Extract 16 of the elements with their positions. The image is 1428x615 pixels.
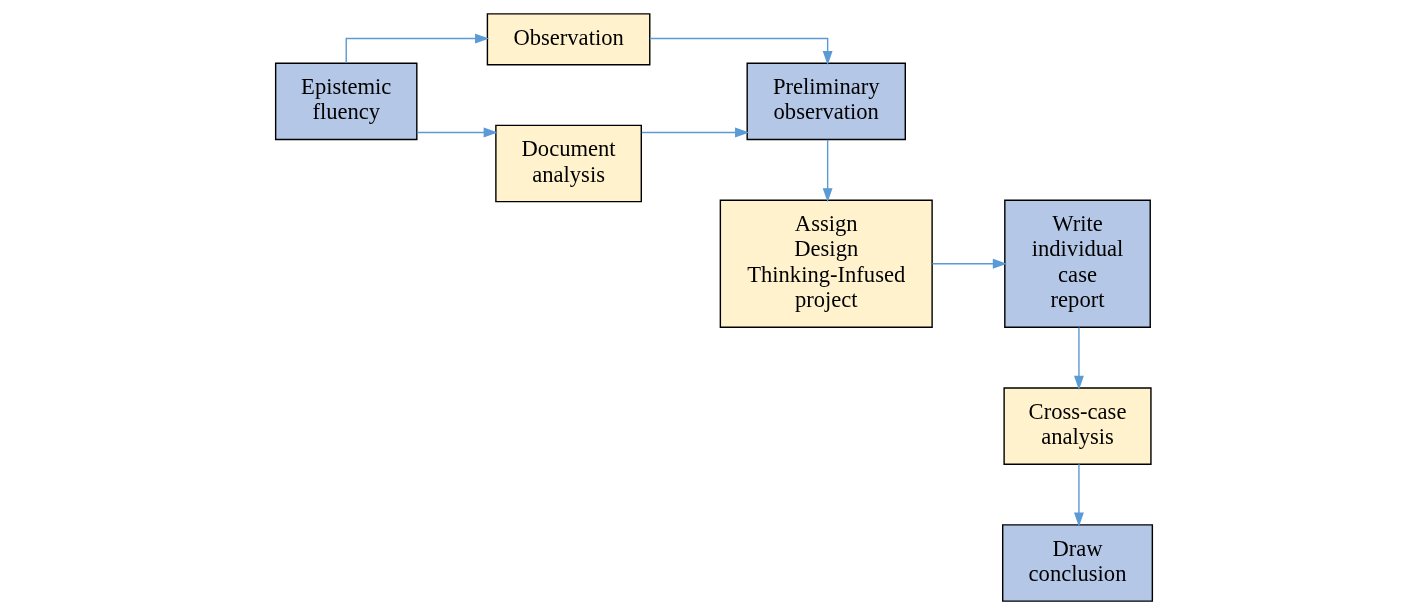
arrow bbox=[345, 33, 490, 64]
node-box: Draw conclusion bbox=[1002, 524, 1154, 602]
node-box: Assign Design Thinking-Infused project bbox=[719, 199, 933, 328]
node-box: Document analysis bbox=[495, 124, 642, 203]
arrow bbox=[1074, 463, 1084, 527]
arrow bbox=[649, 37, 833, 66]
arrow bbox=[1074, 326, 1084, 390]
node-box: Observation bbox=[486, 13, 651, 66]
arrow bbox=[931, 258, 1007, 269]
node-box: Cross-case analysis bbox=[1003, 387, 1152, 465]
arrow bbox=[416, 127, 498, 138]
arrow bbox=[822, 139, 833, 203]
node-box: Write individual case report bbox=[1004, 199, 1151, 328]
node-box: Epistemic fluency bbox=[274, 62, 418, 141]
node-box: Preliminary observation bbox=[746, 62, 906, 141]
arrow bbox=[641, 127, 750, 138]
